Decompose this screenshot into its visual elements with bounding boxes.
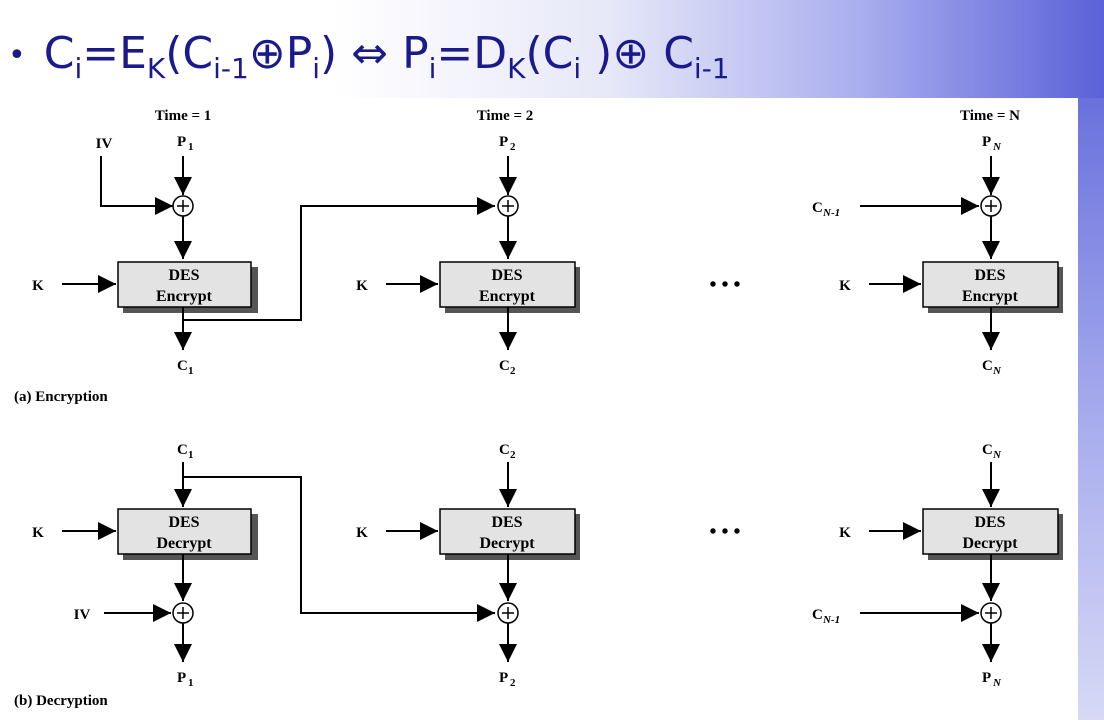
cn1-sub-dec: N-1 [822, 614, 840, 626]
p2-sub-dec: 2 [510, 677, 516, 689]
caption-decryption: (b) Decryption [14, 693, 108, 709]
c2-label-enc: C [499, 358, 510, 374]
des-decrypt-box [439, 508, 576, 555]
slide-header [0, 0, 1104, 98]
encrypt-label: Encrypt [479, 288, 536, 305]
formula-part: C [43, 28, 75, 79]
time-label-1: Time = 1 [155, 108, 212, 124]
formula-sub: K [507, 52, 526, 85]
pn-label-dec: P [982, 670, 991, 686]
formula-iff: ⇔ [337, 28, 403, 79]
k-label: K [356, 525, 368, 541]
p1-label-enc: P [177, 134, 186, 150]
des-encrypt-box [922, 261, 1059, 308]
decrypt-label: Decrypt [962, 535, 1018, 552]
c2-sub-enc: 2 [510, 365, 516, 377]
c1-sub-enc: 1 [188, 365, 194, 377]
pn-label-enc: P [982, 134, 991, 150]
chain-arrow-dec [183, 476, 495, 622]
des-encrypt-box [439, 261, 576, 308]
slide-decoration [1078, 98, 1104, 720]
des-encrypt-box [117, 261, 252, 308]
encrypt-label: Encrypt [156, 288, 213, 305]
formula-sub: i [428, 52, 437, 85]
p1-sub-dec: 1 [188, 677, 194, 689]
chain-arrow-enc [183, 197, 495, 321]
cn-sub-dec: N [992, 449, 1002, 461]
des-label: DES [491, 514, 522, 531]
formula-part: ⊕P [248, 28, 313, 79]
cn1-label-enc: C [812, 200, 823, 216]
cn-label-enc: C [982, 358, 993, 374]
decrypt-label: Decrypt [156, 535, 212, 552]
caption-encryption: (a) Encryption [14, 389, 108, 405]
pn-sub-enc: N [992, 141, 1002, 153]
k-label: K [356, 278, 368, 294]
des-label: DES [168, 514, 199, 531]
c1-sub-dec: 1 [188, 449, 194, 461]
k-label: K [839, 278, 851, 294]
encrypt-label: Encrypt [962, 288, 1019, 305]
formula-part: (C [165, 28, 214, 79]
cbc-diagram: Time = 1 Time = 2 Time = N IV P 1 K DES … [14, 108, 1063, 709]
p2-label-dec: P [499, 670, 508, 686]
pn-sub-dec: N [992, 677, 1002, 689]
des-label: DES [491, 267, 522, 284]
formula-part: =D [436, 28, 508, 79]
p1-label-dec: P [177, 670, 186, 686]
time-label-n: Time = N [960, 108, 1020, 124]
c1-label-dec: C [177, 442, 188, 458]
des-label: DES [974, 514, 1005, 531]
c2-label-dec: C [499, 442, 510, 458]
formula-sub: i-1 [213, 52, 249, 85]
formula-part: ) [320, 28, 338, 79]
p2-label-enc: P [499, 134, 508, 150]
formula-sub: K [146, 52, 166, 85]
formula-part: P [402, 28, 429, 79]
p1-sub-enc: 1 [188, 141, 194, 153]
formula-sub: i [573, 52, 582, 85]
des-decrypt-box [117, 508, 252, 555]
decrypt-label: Decrypt [479, 535, 535, 552]
iv-arrow [100, 156, 173, 215]
formula-sub: i [74, 52, 83, 85]
cbc-formula: •Ci=EK(Ci-1⊕Pi) ⇔ Pi=DK(Ci )⊕ Ci-1 [8, 14, 730, 94]
formula-sub: i [312, 52, 321, 85]
des-label: DES [168, 267, 199, 284]
p2-sub-enc: 2 [510, 141, 516, 153]
iv-label-dec: IV [74, 607, 91, 623]
iv-label-enc: IV [96, 136, 113, 152]
k-label: K [839, 525, 851, 541]
bullet: • [8, 38, 26, 73]
formula-sub: i-1 [693, 52, 730, 85]
ellipsis-dec: • • • [709, 521, 740, 543]
k-label: K [32, 278, 44, 294]
formula-part: =E [82, 28, 147, 79]
des-label: DES [974, 267, 1005, 284]
ellipsis-enc: • • • [709, 274, 740, 296]
des-decrypt-box [922, 508, 1059, 555]
c1-label-enc: C [177, 358, 188, 374]
formula-part: )⊕ C [581, 28, 694, 79]
cn-sub-enc: N [992, 365, 1002, 377]
time-label-2: Time = 2 [477, 108, 534, 124]
cn1-sub-enc: N-1 [822, 207, 840, 219]
formula-part: (C [525, 28, 574, 79]
c2-sub-dec: 2 [510, 449, 516, 461]
cn1-label-dec: C [812, 607, 823, 623]
k-label: K [32, 525, 44, 541]
cn-label-dec: C [982, 442, 993, 458]
